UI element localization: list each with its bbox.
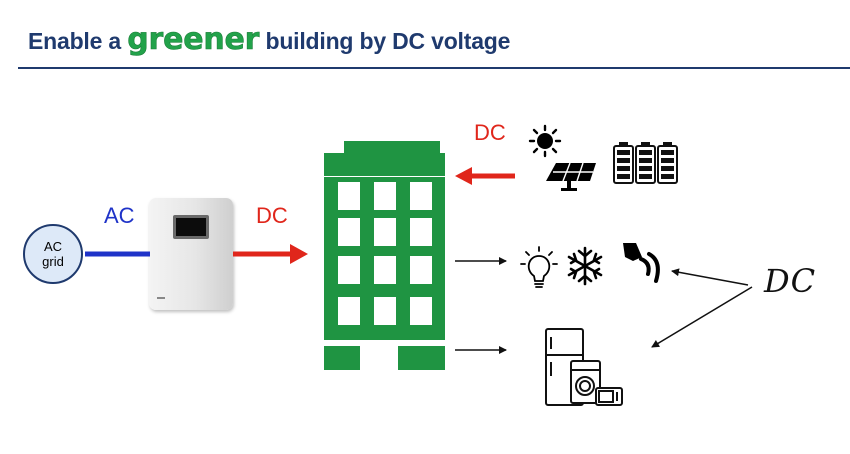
page-title: Enable a greener building by DC voltage bbox=[28, 22, 511, 58]
title-divider bbox=[18, 67, 850, 69]
converter-display bbox=[173, 215, 209, 239]
ac-label: AC bbox=[104, 203, 135, 228]
ac-grid-node: AC grid bbox=[23, 224, 83, 284]
wireless-icon bbox=[623, 243, 660, 283]
ac-grid-line1: AC bbox=[43, 239, 63, 254]
solar-panel-icon bbox=[546, 162, 596, 191]
arrow-dc-to-small-loads bbox=[671, 268, 749, 286]
building-icon bbox=[324, 141, 445, 370]
battery-icon bbox=[613, 142, 678, 184]
title-suffix: building by DC voltage bbox=[265, 28, 511, 54]
title-prefix: Enable a bbox=[28, 28, 121, 54]
snowflake-icon bbox=[567, 246, 603, 286]
dc-arrow-to-building bbox=[233, 244, 308, 264]
appliances-icon bbox=[545, 328, 623, 406]
ac-grid-line2: grid bbox=[42, 254, 64, 269]
sun-icon bbox=[528, 124, 562, 158]
dc-sources-label: DC bbox=[474, 120, 506, 145]
converter-logo bbox=[157, 297, 165, 299]
dc-output-label: DC bbox=[256, 203, 288, 228]
power-converter-device bbox=[149, 198, 233, 310]
light-bulb-icon bbox=[520, 246, 558, 288]
dc-loads-label: DC bbox=[764, 262, 817, 300]
dc-arrow-from-sources bbox=[455, 167, 515, 185]
arrow-dc-to-appliances bbox=[651, 286, 753, 348]
title-highlight: greener bbox=[127, 22, 260, 58]
